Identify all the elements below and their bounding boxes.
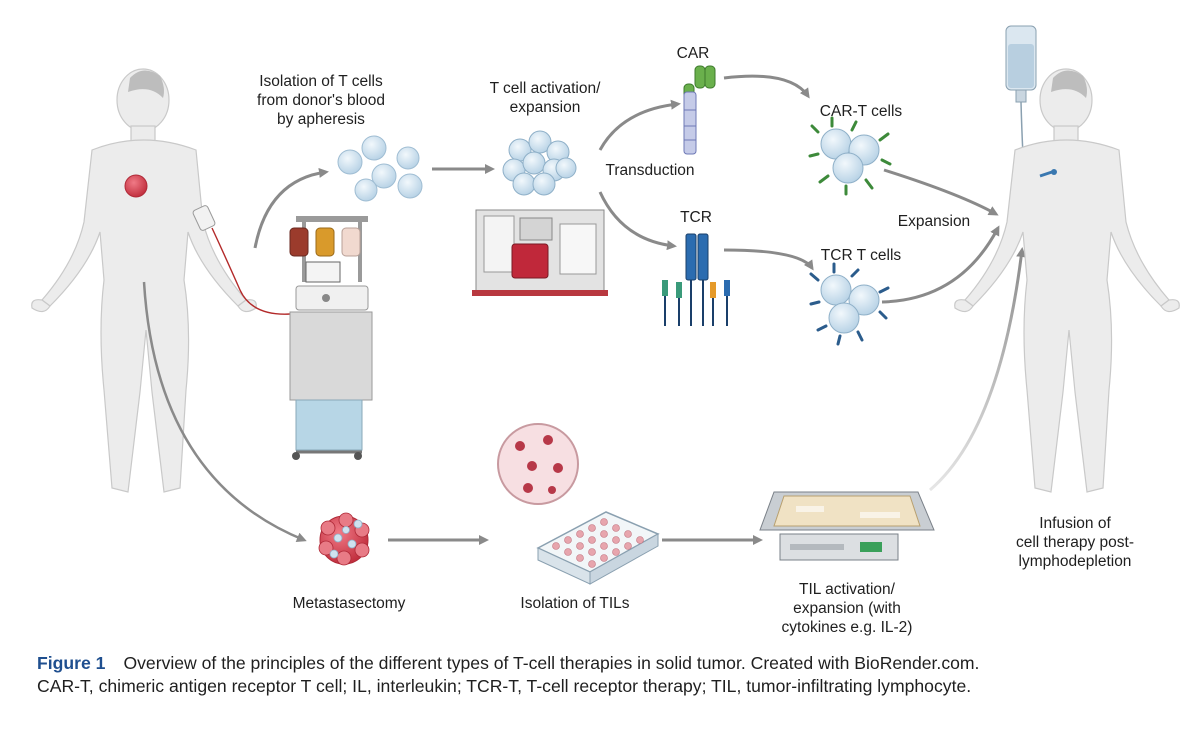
car-receptor-icon <box>683 65 716 155</box>
iv-catheter-icon <box>1039 169 1057 178</box>
arrow-patient-to-metastasectomy <box>142 281 307 542</box>
label-car-t-cells: CAR-T cells <box>819 103 903 120</box>
arrow-car-to-cart <box>723 74 810 99</box>
caption-text-1: Overview of the principles of the differ… <box>123 653 980 673</box>
label-transduction: Transduction <box>605 162 695 179</box>
tcr-t-cells-icon <box>809 262 890 346</box>
caption-line-1: Figure 1 Overview of the principles of th… <box>37 652 1177 675</box>
label-isolation-tils: Isolation of TILs <box>520 595 630 612</box>
arrow-tilact-to-patient <box>929 247 1027 492</box>
figure-caption: Figure 1 Overview of the principles of th… <box>37 652 1177 698</box>
figure-number: Figure 1 <box>37 653 106 673</box>
well-plate-icon <box>536 511 660 585</box>
activated-t-cell-cluster-icon <box>502 130 577 196</box>
arrow-tcrt-to-patient <box>881 225 1000 304</box>
iv-bag-icon <box>1005 25 1041 179</box>
metastasis-tumor-icon <box>318 512 370 566</box>
apheresis-machine-icon <box>289 216 373 460</box>
tumor-icon <box>124 174 148 198</box>
isolated-t-cells-icon <box>337 135 423 202</box>
arrow-cart-to-patient <box>883 168 999 216</box>
label-til-activation: TIL activation/ expansion (with cytokine… <box>781 581 913 636</box>
bioreactor-icon <box>472 209 608 296</box>
donor-patient-figure <box>31 68 257 493</box>
recipient-patient-figure <box>954 68 1180 493</box>
label-expansion: Expansion <box>897 213 971 230</box>
arrow-patient-to-isolation <box>253 168 329 249</box>
car-t-cells-icon <box>808 116 892 196</box>
label-metastasectomy: Metastasectomy <box>292 595 406 612</box>
arrow-tcr-to-tcrt <box>723 248 814 271</box>
apheresis-line-icon <box>192 205 291 315</box>
label-t-cell-activation: T cell activation/ expansion <box>489 80 601 116</box>
til-expansion-rocker-icon <box>759 491 935 561</box>
tcr-receptor-icon <box>662 233 730 326</box>
petri-dish-icon <box>497 423 579 505</box>
label-tcr: TCR <box>680 209 712 226</box>
caption-line-2: CAR-T, chimeric antigen receptor T cell;… <box>37 676 972 696</box>
label-tcr-t-cells: TCR T cells <box>820 247 902 264</box>
label-car: CAR <box>676 45 710 62</box>
arrow-to-tcr <box>598 191 677 251</box>
label-infusion: Infusion of cell therapy post- lymphodep… <box>1015 515 1135 570</box>
arrow-to-car <box>598 99 681 151</box>
label-isolation-t-cells: Isolation of T cells from donor's blood … <box>257 73 385 128</box>
